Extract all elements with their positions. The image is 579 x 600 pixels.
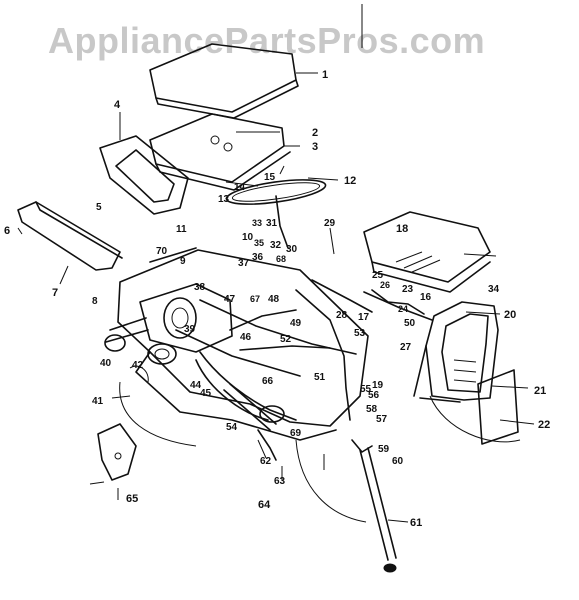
- callout: 28: [336, 310, 348, 321]
- callout: 32: [270, 240, 282, 251]
- watermark: AppliancePartsPros.com: [48, 20, 486, 61]
- callout: 68: [276, 254, 286, 264]
- callout: 3: [312, 141, 318, 153]
- callout: 42: [132, 360, 144, 371]
- main-frame: [117, 247, 369, 441]
- callout: 22: [538, 419, 550, 431]
- callout: 17: [358, 312, 370, 323]
- side-panel: [477, 369, 519, 445]
- seat-bracket: [99, 135, 189, 215]
- callout: 57: [376, 414, 388, 425]
- fender: [413, 301, 499, 403]
- callout: 69: [290, 428, 302, 439]
- callout: 34: [488, 284, 500, 295]
- callout: 51: [314, 372, 326, 383]
- callout: 25: [372, 270, 384, 281]
- callout: 24: [398, 304, 408, 314]
- callout: 63: [274, 476, 286, 487]
- shield-plate: [97, 423, 137, 481]
- callout: 13: [218, 194, 230, 205]
- callout: 48: [268, 294, 280, 305]
- callout: 9: [180, 256, 186, 267]
- steering-wheel: [225, 179, 327, 249]
- steering-column: [351, 439, 397, 573]
- callout: 41: [92, 396, 104, 407]
- callout: 5: [96, 202, 102, 213]
- callout: 29: [324, 218, 336, 229]
- idler-pulley: [223, 383, 285, 461]
- callout: 35: [254, 238, 264, 248]
- callout: 37: [238, 258, 250, 269]
- hood-cover: [363, 211, 491, 293]
- callout: 23: [402, 284, 414, 295]
- callout: 67: [250, 294, 260, 304]
- callout: 2: [312, 127, 318, 139]
- callout: 10: [242, 232, 254, 243]
- slide-rail: [17, 201, 123, 271]
- callout: 33: [252, 218, 262, 228]
- callout: 59: [378, 444, 390, 455]
- callout: 52: [280, 334, 292, 345]
- callout: 19: [372, 380, 384, 391]
- callout: 45: [200, 388, 212, 399]
- transaxle: [104, 283, 233, 353]
- callout: 4: [114, 99, 121, 111]
- callout: 20: [504, 309, 516, 321]
- callout: 47: [224, 294, 236, 305]
- callout: 12: [344, 175, 356, 187]
- callout: 46: [240, 332, 252, 343]
- callout: 60: [392, 456, 404, 467]
- callout: 54: [226, 422, 238, 433]
- leader-lines: [17, 72, 535, 523]
- callout: 30: [286, 244, 298, 255]
- callout: 15: [264, 172, 276, 183]
- callout: 55: [360, 384, 372, 395]
- callout: 50: [404, 318, 416, 329]
- callout: 31: [266, 218, 278, 229]
- callout: 8: [92, 296, 98, 307]
- tire-outlines: [119, 365, 521, 523]
- callout: 58: [366, 404, 378, 415]
- callout: 26: [380, 280, 390, 290]
- callout: 56: [368, 390, 380, 401]
- callout: 40: [100, 358, 112, 369]
- callout: 36: [252, 252, 264, 263]
- callout: 39: [184, 324, 196, 335]
- callout: 27: [400, 342, 412, 353]
- callout: 21: [534, 385, 546, 397]
- callout: 16: [420, 292, 432, 303]
- pulley: [147, 343, 177, 365]
- callout: 18: [396, 223, 408, 235]
- callout: 64: [258, 499, 271, 511]
- callout: 65: [126, 493, 138, 505]
- callout: 61: [410, 517, 422, 529]
- callout: 70: [156, 246, 168, 257]
- callout: 66: [262, 376, 274, 387]
- linkage-rods: [229, 279, 433, 421]
- callout: 49: [290, 318, 302, 329]
- callout: 14: [234, 182, 246, 193]
- callout: 1: [322, 69, 328, 81]
- callout: 11: [176, 224, 187, 235]
- callout: 44: [190, 380, 202, 391]
- callout: 6: [4, 225, 10, 237]
- callout: 62: [260, 456, 272, 467]
- callout: 38: [194, 282, 206, 293]
- drive-belt: [195, 351, 297, 421]
- callout: 53: [354, 328, 366, 339]
- callout: 7: [52, 287, 58, 299]
